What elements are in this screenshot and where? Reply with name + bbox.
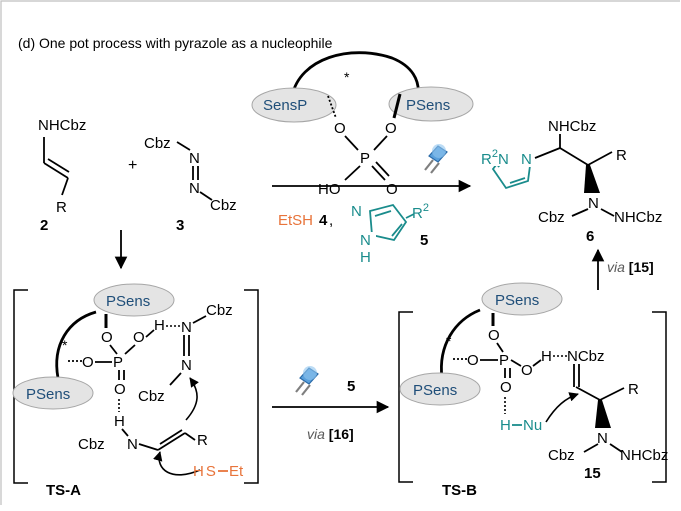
svg-text:Cbz: Cbz (138, 388, 165, 405)
ts-a-label: TS-A (46, 482, 81, 499)
svg-text:,: , (329, 212, 333, 229)
blue-led-icon-middle (294, 364, 320, 397)
svg-text:Cbz: Cbz (210, 197, 237, 214)
ts-b-number: 15 (584, 465, 601, 482)
svg-text:O: O (467, 352, 479, 369)
svg-text:NHCbz: NHCbz (614, 209, 662, 226)
pyrazole-structure: N N H R2 (349, 202, 429, 266)
svg-text:R: R (197, 432, 208, 449)
svg-text:N: N (351, 203, 362, 220)
svg-text:NHCbz: NHCbz (620, 447, 668, 464)
svg-text:PSens: PSens (106, 293, 150, 310)
svg-text:R: R (616, 147, 627, 164)
svg-text:N: N (189, 150, 200, 167)
svg-text:Cbz: Cbz (206, 302, 233, 319)
svg-text:H: H (154, 317, 165, 334)
svg-text:H: H (114, 413, 125, 430)
compound-3-number: 3 (176, 217, 184, 234)
svg-text:NHCbz: NHCbz (38, 117, 86, 134)
svg-text:P: P (499, 352, 509, 369)
svg-text:PSens: PSens (26, 386, 70, 403)
svg-text:H: H (360, 249, 371, 266)
svg-text:EtSH: EtSH (278, 212, 313, 229)
svg-text:N: N (597, 430, 608, 447)
svg-text:Cbz: Cbz (548, 447, 575, 464)
ts-a-bracket-right (244, 289, 259, 484)
svg-text:H: H (541, 348, 552, 365)
svg-text:HS: HS (193, 463, 216, 480)
svg-text:N: N (360, 232, 371, 249)
svg-text:O: O (386, 181, 398, 198)
svg-text:Cbz: Cbz (144, 135, 171, 152)
compound-3: Cbz N N Cbz 3 (144, 135, 237, 234)
svg-text:4: 4 (319, 212, 328, 229)
svg-text:Nu: Nu (523, 417, 542, 434)
svg-text:SensP: SensP (263, 97, 307, 114)
svg-text:N: N (189, 180, 200, 197)
svg-text:N: N (127, 436, 138, 453)
via-15-label: via [15] (607, 259, 654, 275)
compound-2-number: 2 (40, 217, 48, 234)
svg-text:O: O (488, 327, 500, 344)
svg-text:R2N: R2N (481, 148, 509, 168)
svg-text:O: O (385, 120, 397, 137)
catalyst-structure: SensP PSens * O O P HO O (251, 51, 474, 198)
svg-text:N: N (521, 151, 532, 168)
svg-text:R: R (628, 381, 639, 398)
product-6-number: 6 (586, 228, 594, 245)
svg-text:*: * (446, 333, 452, 349)
ts-b-bracket-right (652, 311, 667, 483)
svg-text:O: O (133, 329, 145, 346)
svg-text:*: * (62, 337, 68, 353)
svg-text:P: P (360, 150, 370, 167)
svg-text:O: O (500, 379, 512, 396)
svg-text:N: N (588, 195, 599, 212)
svg-text:R2: R2 (412, 202, 429, 222)
svg-text:NCbz: NCbz (567, 348, 605, 365)
svg-text:N: N (181, 319, 192, 336)
svg-text:R: R (56, 199, 67, 216)
svg-text:Cbz: Cbz (538, 209, 565, 226)
svg-text:Cbz: Cbz (78, 436, 105, 453)
svg-text:O: O (114, 381, 126, 398)
svg-text:H: H (500, 417, 511, 434)
svg-text:Et: Et (229, 463, 244, 480)
svg-text:P: P (113, 354, 123, 371)
ts-b-structure: PSens PSens * O O P O O H NCbz R N Cbz N… (398, 282, 668, 499)
ts-b-bracket-left (398, 311, 413, 483)
svg-text:PSens: PSens (413, 382, 457, 399)
svg-text:PSens: PSens (406, 97, 450, 114)
via-16-label: via [16] (307, 426, 354, 442)
svg-text:PSens: PSens (495, 292, 539, 309)
ts-b-label: TS-B (442, 482, 477, 499)
product-6: N R2N NHCbz R N Cbz NHCbz 6 (480, 118, 662, 245)
svg-text:O: O (334, 120, 346, 137)
svg-text:O: O (82, 354, 94, 371)
svg-text:*: * (344, 69, 350, 85)
pyrazole-number: 5 (420, 232, 428, 249)
plus-sign: + (128, 157, 137, 174)
compound-2: NHCbz R 2 (38, 117, 86, 234)
svg-text:HO: HO (318, 181, 341, 198)
ts-a-bracket-left (13, 289, 28, 484)
reaction-conditions: EtSH 4 , N N H R2 5 (278, 202, 429, 266)
svg-text:O: O (521, 362, 533, 379)
svg-text:N: N (181, 357, 192, 374)
blue-led-icon (423, 142, 449, 175)
panel-title: (d) One pot process with pyrazole as a n… (18, 35, 333, 51)
ts-a-structure: PSens PSens * O O P O O H N Cbz N Cbz H … (12, 283, 259, 499)
svg-text:O: O (101, 329, 113, 346)
middle-arrow-number: 5 (347, 378, 355, 395)
svg-text:NHCbz: NHCbz (548, 118, 596, 135)
